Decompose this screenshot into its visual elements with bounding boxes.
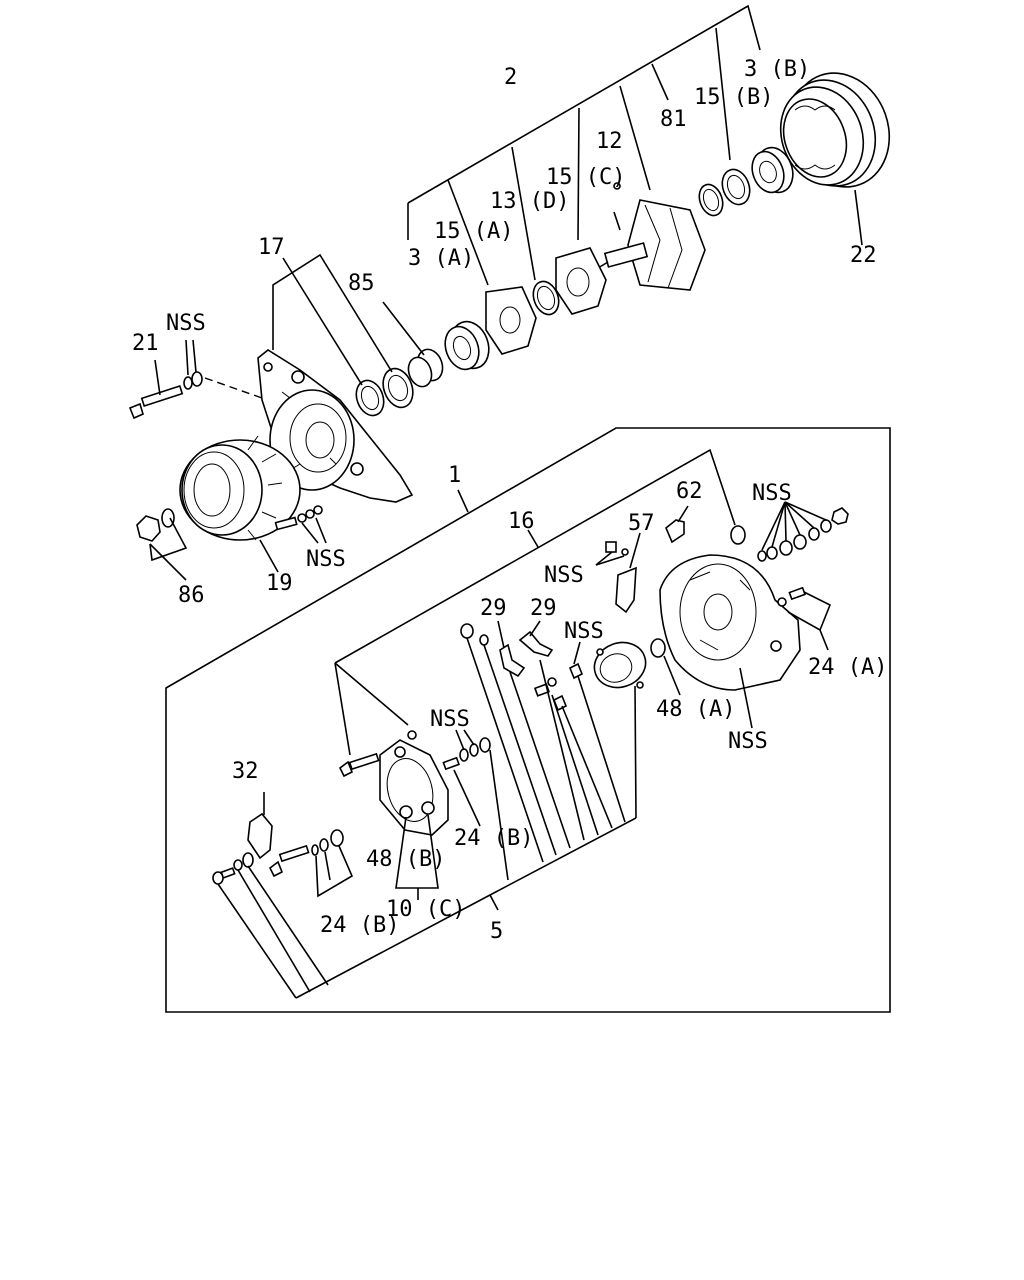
label-62: 62 [676,479,703,504]
washer-13d [532,280,560,316]
washer-81 [698,183,724,217]
label-19: 19 [266,571,293,596]
spacer-85 [382,301,444,388]
label-13d: 13 (D) [490,189,569,214]
label-12: 12 [596,129,623,154]
screws-24a [777,586,832,651]
long-screw [338,752,380,778]
label-22: 22 [850,243,877,268]
label-24b-mid: 24 (B) [454,826,533,851]
bracket-32 [247,792,273,860]
label-48b: 48 (B) [366,847,445,872]
washer-17 [272,253,414,417]
label-16: 16 [508,509,535,534]
nss-plate-screws [442,729,509,881]
label-15c: 15 (C) [546,165,625,190]
plate-15c [555,247,607,315]
label-nss-rear: NSS [752,481,792,506]
bracket-57 [615,532,641,614]
rear-frame [659,554,801,729]
bearing-3a [444,320,490,371]
terminal-29-right [518,620,554,657]
label-48a: 48 (A) [656,697,735,722]
washer-48a [650,638,681,696]
leaders-48b-10c [395,814,439,900]
rotor [597,182,706,291]
rear-frame-nut [730,525,746,545]
part-labels: 2 3 (B) 15 (B) 81 12 15 (C) 13 (D) 15 (A… [132,57,887,944]
lower-left-hardware [212,852,491,999]
label-15b: 15 (B) [694,85,773,110]
washer-15b [721,168,751,206]
label-nss-plate: NSS [430,707,470,732]
nss-washers-top [183,339,203,390]
label-nss-29: NSS [564,619,604,644]
stator-part-22 [779,72,891,246]
clip-62 [665,505,689,544]
label-29b: 29 [530,596,557,621]
nut-86 [136,508,188,581]
label-24b-low: 24 (B) [320,913,399,938]
label-86: 86 [178,583,205,608]
leaders-group-1 [334,448,736,756]
leaders-group-2 [407,4,761,286]
brush-holder [593,641,647,689]
label-nss-housing: NSS [728,729,768,754]
nss-rear-washers [757,501,849,562]
label-nss-57: NSS [544,563,584,588]
label-5: 5 [490,919,503,944]
bolt-21 [128,359,184,420]
nss-screw-57 [595,541,629,566]
label-3b: 3 (B) [744,57,810,82]
label-24a: 24 (A) [808,655,887,680]
label-10c: 10 (C) [386,897,465,922]
label-57: 57 [628,511,655,536]
label-nss-pulley: NSS [306,547,346,572]
label-nss-top: NSS [166,311,206,336]
label-17: 17 [258,235,285,260]
bearing-3b [751,146,794,194]
pulley-19 [179,435,301,573]
plate-15a [485,286,537,355]
label-2: 2 [504,65,517,90]
label-29a: 29 [480,596,507,621]
nss-screws-pulley [274,505,327,544]
lower-screw-24b [268,829,354,898]
bolt-axis-dash [204,377,263,399]
label-15a: 15 (A) [434,219,513,244]
label-3a: 3 (A) [408,246,474,271]
label-21: 21 [132,331,159,356]
label-32: 32 [232,759,259,784]
label-81: 81 [660,107,687,132]
label-1: 1 [448,463,461,488]
leaders-part-5 [466,637,637,911]
group-1-box [165,427,891,1013]
label-85: 85 [348,271,375,296]
rectifier-plate [379,730,449,836]
